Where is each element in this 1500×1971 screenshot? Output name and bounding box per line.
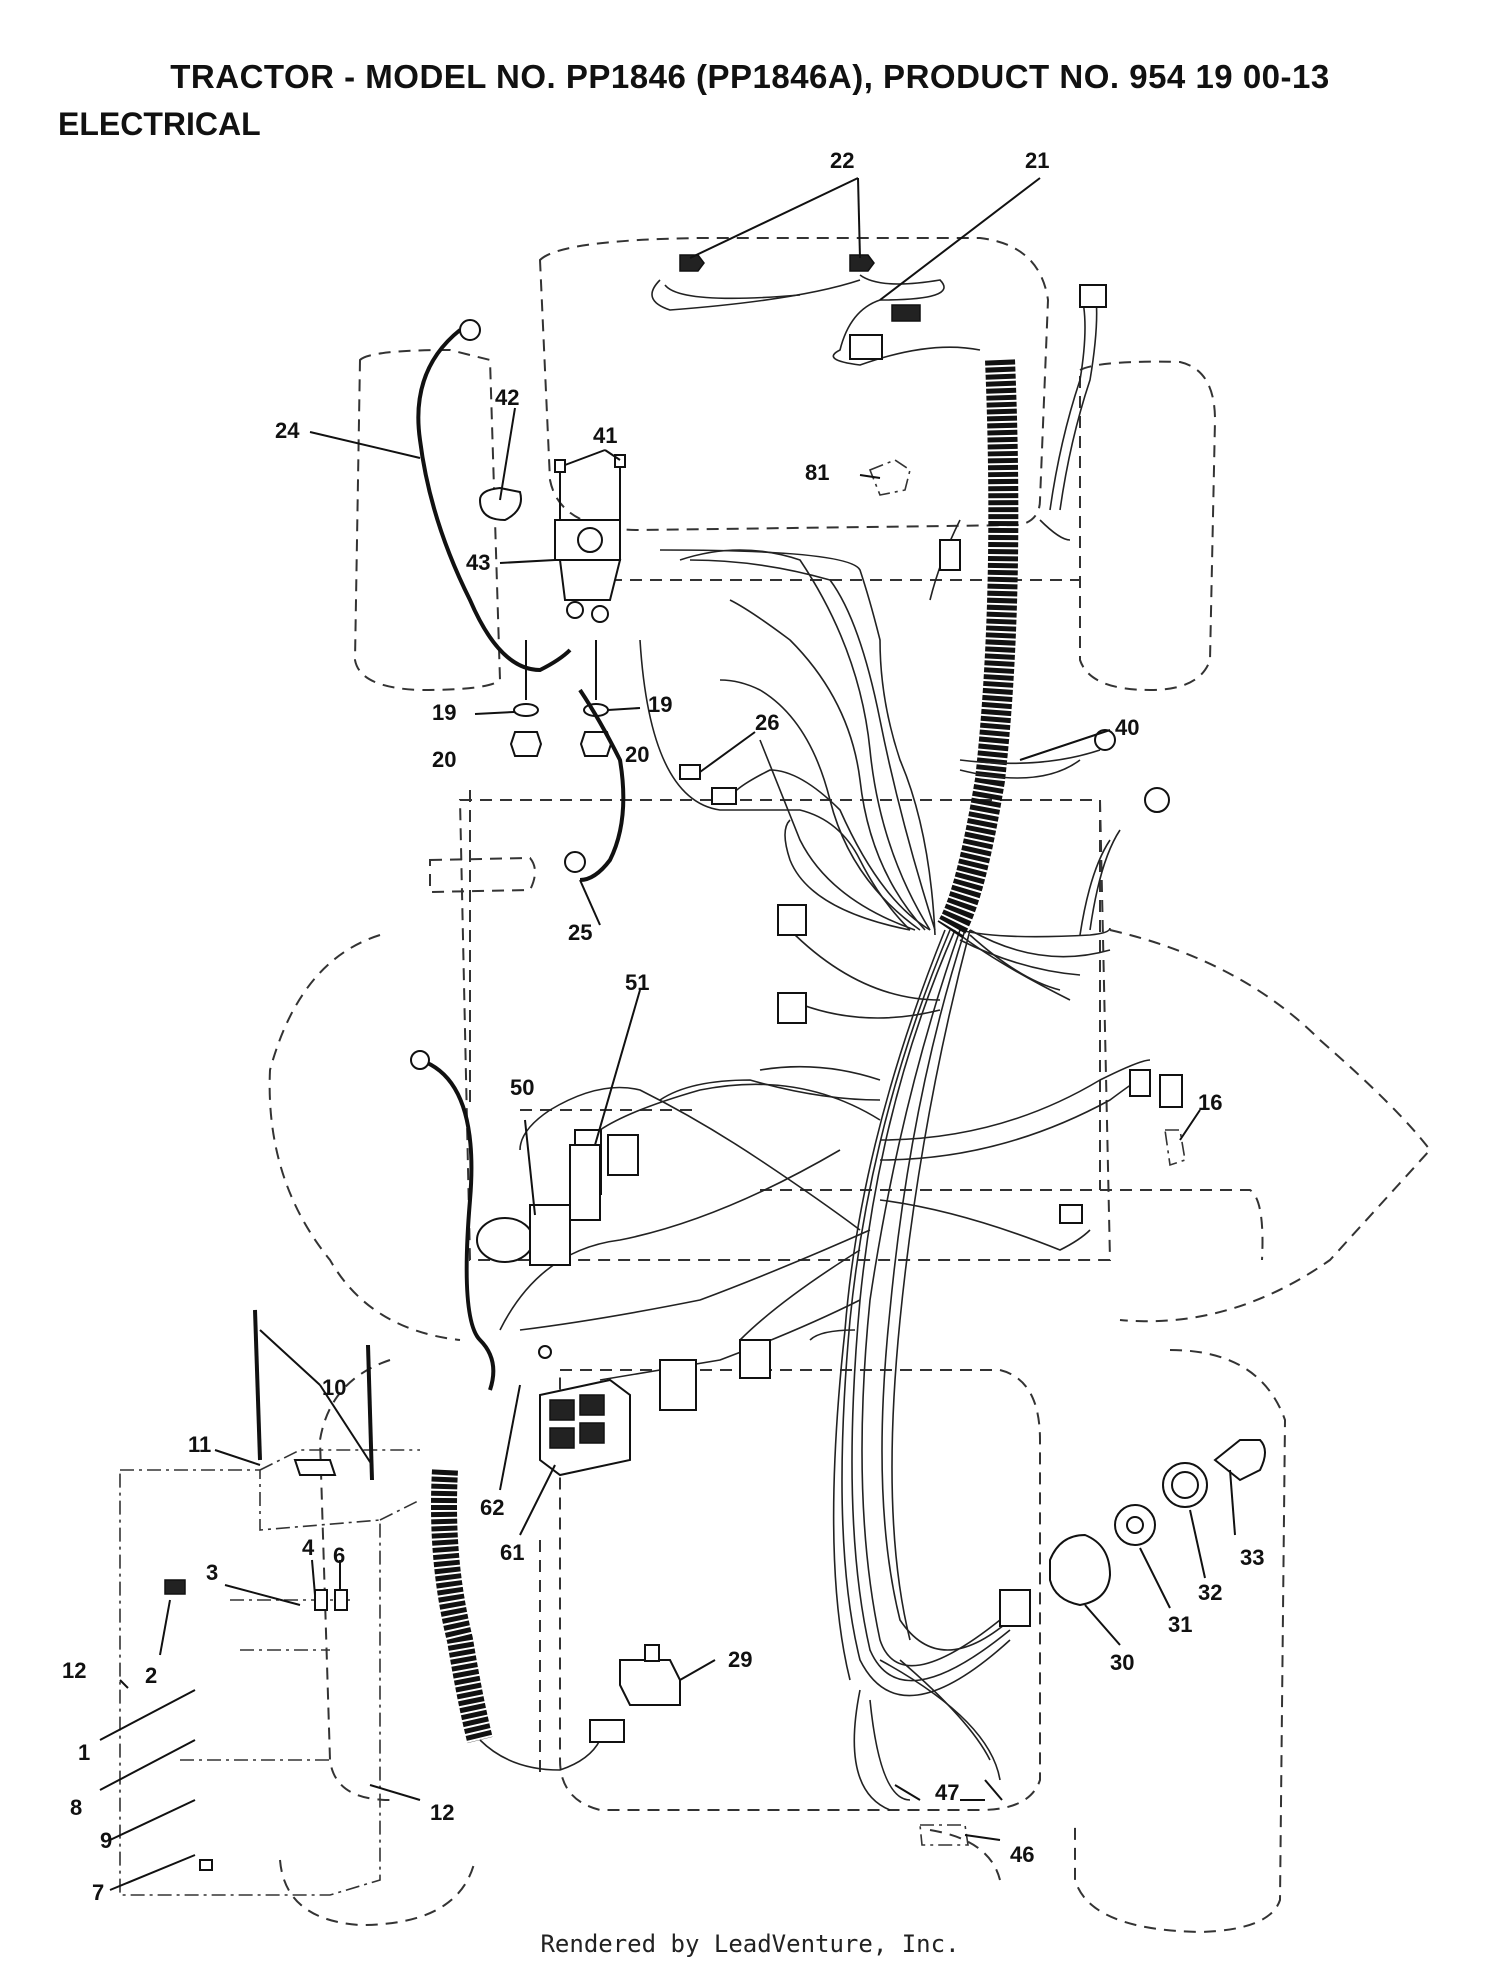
leader-lines [99, 177, 1236, 1891]
callout-8: 8 [70, 1795, 82, 1820]
callout-50: 50 [510, 1075, 534, 1100]
callout-46: 46 [1010, 1842, 1034, 1867]
battery-cable-24 [416, 319, 572, 673]
callout-11: 11 [188, 1432, 211, 1457]
callout-30: 30 [1110, 1650, 1134, 1675]
callout-4: 4 [302, 1535, 315, 1560]
right-harness [929, 284, 1183, 1224]
part-16 [1164, 1129, 1186, 1167]
callout-2: 2 [145, 1663, 157, 1688]
callout-21: 21 [1025, 148, 1049, 173]
connector-26 [679, 764, 737, 805]
callout-51: 51 [625, 970, 649, 995]
footer-credit: Rendered by LeadVenture, Inc. [540, 1930, 960, 1958]
callout-19-right: 19 [648, 692, 672, 717]
callout-41: 41 [593, 423, 617, 448]
module-61 [538, 1339, 771, 1477]
callout-12-top: 12 [62, 1658, 86, 1683]
page-title: TRACTOR - MODEL NO. PP1846 (PP1846A), PR… [170, 58, 1330, 95]
callout-81: 81 [805, 460, 829, 485]
cable-25 [564, 688, 626, 882]
callout-6: 6 [333, 1543, 345, 1568]
callout-20-left: 20 [432, 747, 456, 772]
mid-connectors [574, 904, 807, 1195]
callout-19-left: 19 [432, 700, 456, 725]
switch-29 [619, 1644, 681, 1706]
callout-47: 47 [935, 1780, 959, 1805]
ignition-assembly [999, 1439, 1266, 1627]
conduit-40 [937, 359, 1019, 939]
relay-81 [868, 459, 911, 496]
mounting-bracket-outline [119, 1449, 421, 1896]
hardware-bolts [164, 1309, 374, 1871]
callout-32: 32 [1198, 1580, 1222, 1605]
headlight-harness [651, 254, 981, 366]
callout-labels: 22 21 24 42 41 81 43 19 19 20 20 26 40 2… [62, 148, 1264, 1905]
terminal-boot-42 [478, 486, 522, 522]
parts-46-47 [894, 1779, 1003, 1846]
callout-62: 62 [480, 1495, 504, 1520]
callout-26: 26 [755, 710, 779, 735]
switch-50 [410, 1050, 601, 1391]
callout-24: 24 [275, 418, 300, 443]
solenoid-43 [554, 454, 626, 623]
callout-10: 10 [322, 1375, 346, 1400]
callout-61: 61 [500, 1540, 524, 1565]
wiring-harness [499, 549, 1151, 1811]
callout-31: 31 [1168, 1612, 1192, 1637]
callout-29: 29 [728, 1647, 752, 1672]
lower-conduit [431, 1469, 625, 1771]
callout-25: 25 [568, 920, 592, 945]
callout-16: 16 [1198, 1090, 1222, 1115]
callout-33: 33 [1240, 1545, 1264, 1570]
callout-42: 42 [495, 385, 519, 410]
callout-9: 9 [100, 1828, 112, 1853]
callout-12-bottom: 12 [430, 1800, 454, 1825]
callout-3: 3 [206, 1560, 218, 1585]
callout-1: 1 [78, 1740, 90, 1765]
section-title: ELECTRICAL [58, 106, 261, 142]
callout-20-right: 20 [625, 742, 649, 767]
callout-7: 7 [92, 1880, 104, 1905]
callout-40: 40 [1115, 715, 1139, 740]
callout-43: 43 [466, 550, 490, 575]
callout-22: 22 [830, 148, 854, 173]
